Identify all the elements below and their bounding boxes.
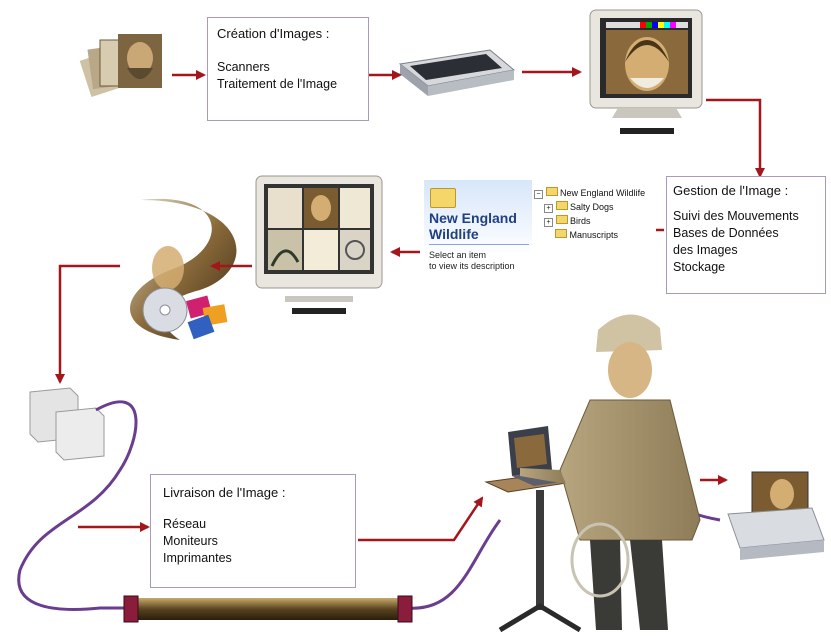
- creation-item-scanners: Scanners: [217, 60, 270, 74]
- folder-icon: [555, 215, 568, 224]
- gestion-item-images: des Images: [673, 243, 738, 257]
- explorer-window: New England Wildlife Select an item to v…: [424, 180, 656, 288]
- tree-item-manuscripts[interactable]: Manuscripts: [555, 229, 618, 240]
- creation-box-title: Création d'Images :: [217, 26, 330, 41]
- livraison-item-moniteurs: Moniteurs: [163, 534, 218, 548]
- explorer-heading-line2: Wildlife: [429, 226, 479, 242]
- fiber-tube-icon: [123, 595, 413, 623]
- expand-icon[interactable]: +: [544, 204, 553, 213]
- livraison-item-imprimantes: Imprimantes: [163, 551, 232, 565]
- explorer-heading-line1: New England: [429, 210, 517, 226]
- arrow-livraison-to-laptop: [358, 496, 484, 542]
- gestion-item-stockage: Stockage: [673, 260, 726, 274]
- gestion-box: Gestion de l'Image : Suivi des Mouvement…: [666, 176, 826, 294]
- livraison-box-title: Livraison de l'Image :: [163, 485, 286, 500]
- network-cable: [17, 400, 138, 611]
- photo-stack-icon: [79, 34, 162, 98]
- fisherman-figure: [520, 314, 701, 630]
- expand-icon[interactable]: +: [544, 218, 553, 227]
- expand-icon[interactable]: −: [534, 190, 543, 199]
- tree-item-birds[interactable]: + Birds: [544, 215, 591, 227]
- livraison-box: Livraison de l'Image : Réseau Moniteurs …: [150, 474, 356, 588]
- arrow-media-to-server: [55, 264, 120, 384]
- explorer-hint-line1: Select an item: [429, 250, 487, 260]
- livraison-item-reseau: Réseau: [163, 517, 207, 531]
- tree-item-root[interactable]: − New England Wildlife: [534, 187, 645, 199]
- folder-icon: [545, 187, 558, 196]
- explorer-hint-line2: to view its description: [429, 261, 515, 271]
- gestion-item-suivi: Suivi des Mouvements: [673, 209, 799, 223]
- folder-icon: [430, 188, 456, 208]
- tree-item-label: New England Wildlife: [560, 188, 646, 198]
- explorer-heading-rule: [429, 244, 529, 245]
- creation-box: Création d'Images : Scanners Traitement …: [207, 17, 369, 121]
- folder-icon: [555, 201, 568, 210]
- creation-item-traitement: Traitement de l'Image: [217, 77, 338, 91]
- storage-media-icon: [130, 198, 237, 340]
- tree-item-label: Birds: [570, 216, 591, 226]
- scanner-icon: [398, 49, 516, 96]
- folder-icon: [555, 229, 567, 238]
- tree-item-salty-dogs[interactable]: + Salty Dogs: [544, 201, 614, 213]
- printer-icon: [727, 471, 825, 560]
- tree-item-label: Salty Dogs: [570, 202, 614, 212]
- monitor-thumbnails-icon: [255, 175, 383, 314]
- gestion-box-title: Gestion de l'Image :: [673, 183, 789, 198]
- gestion-item-bases: Bases de Données: [673, 226, 779, 240]
- monitor-top-icon: [589, 9, 703, 134]
- arrow-monitor-to-gestion: [706, 98, 765, 178]
- server-icon: [29, 387, 105, 461]
- tree-item-label: Manuscripts: [569, 230, 619, 240]
